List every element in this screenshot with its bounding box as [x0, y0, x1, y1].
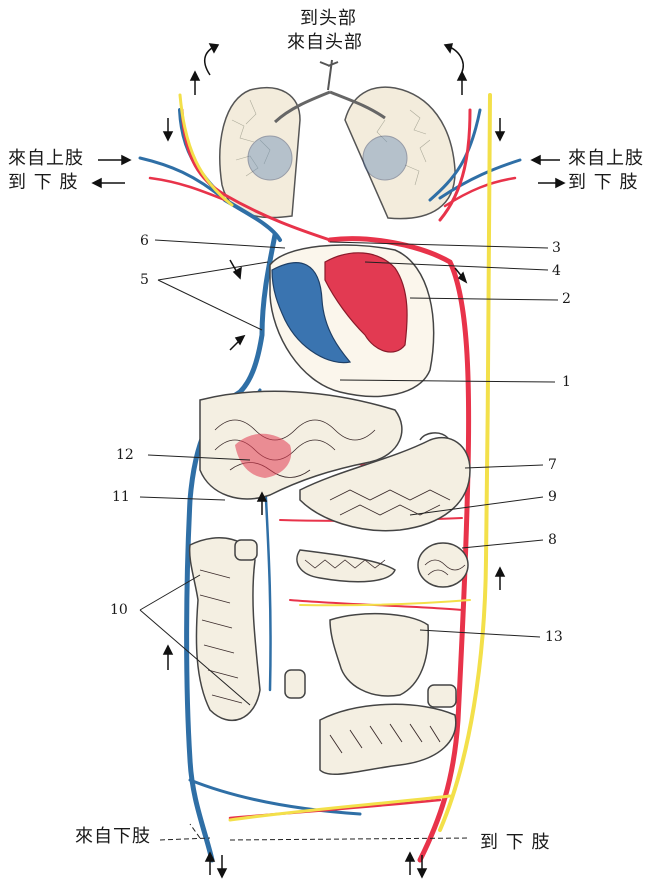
- label-from-lower-limb: 來自下肢: [75, 828, 151, 846]
- label-number-2: 2: [562, 292, 571, 306]
- label-number-10: 10: [110, 603, 128, 617]
- pancreas: [297, 550, 395, 582]
- label-number-9: 9: [548, 490, 557, 504]
- label-number-8: 8: [548, 533, 557, 547]
- spleen: [418, 543, 468, 587]
- label-number-3: 3: [552, 241, 561, 255]
- label-from-head: 來自头部: [287, 34, 363, 52]
- label-number-13: 13: [545, 630, 563, 644]
- label-to-lower-limb-right: 到 下 肢: [568, 174, 638, 192]
- label-number-12: 12: [116, 448, 134, 462]
- label-number-7: 7: [548, 458, 557, 472]
- label-number-5: 5: [140, 273, 149, 287]
- label-number-11: 11: [112, 490, 130, 504]
- label-number-4: 4: [552, 264, 561, 278]
- label-from-upper-limb-left: 來自上肢: [8, 150, 84, 168]
- label-from-upper-limb-right: 來自上肢: [568, 150, 644, 168]
- label-to-lower-limb-left: 到 下 肢: [8, 174, 78, 192]
- label-number-6: 6: [140, 234, 149, 248]
- small-intestine-left: [190, 538, 260, 721]
- heart: [270, 245, 434, 396]
- label-number-1: 1: [562, 375, 571, 389]
- label-to-lower-limb-bottom: 到 下 肢: [480, 834, 550, 852]
- label-to-head: 到头部: [300, 10, 357, 28]
- lungs: [220, 60, 455, 219]
